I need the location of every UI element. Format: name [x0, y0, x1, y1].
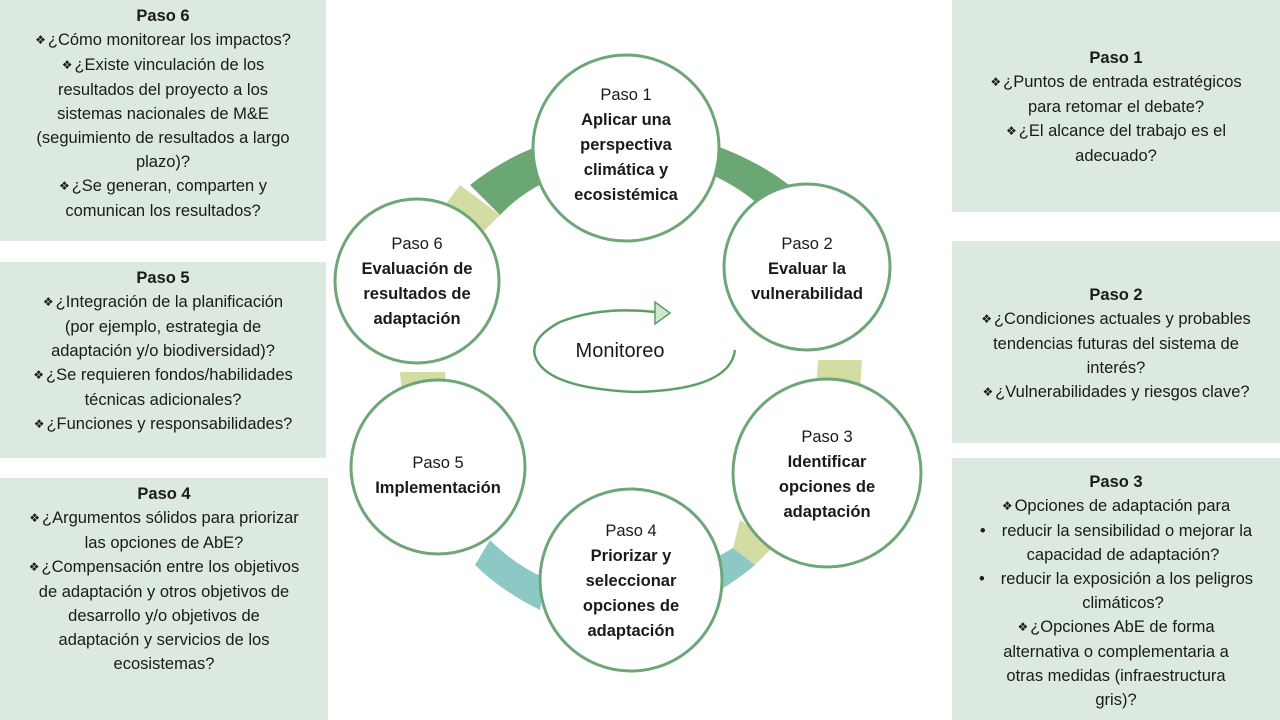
- panel-line: ¿Se generan, comparten y: [8, 174, 318, 199]
- node-circle-6: [333, 197, 501, 365]
- node-name: Evaluar la: [768, 260, 846, 278]
- panel-line: ¿Argumentos sólidos para priorizar: [8, 506, 320, 531]
- panel-title: Paso 1: [1089, 49, 1143, 67]
- panel-paso-6: Paso 6 ¿Cómo monitorear los impactos? ¿E…: [0, 0, 326, 241]
- panel-line: ¿Se requieren fondos/habilidades: [8, 363, 318, 388]
- panel-line: otras medidas (infraestructura: [1006, 667, 1226, 685]
- node-label: Paso 3: [801, 428, 853, 446]
- panel-line: ¿Condiciones actuales y probables: [960, 307, 1272, 332]
- panel-title: Paso 5: [136, 269, 190, 287]
- node-name: seleccionar: [585, 572, 677, 590]
- panel-title: Paso 2: [1089, 286, 1143, 304]
- panel-line: ¿Puntos de entrada estratégicos: [960, 70, 1272, 95]
- panel-title: Paso 6: [136, 7, 190, 25]
- panel-line: gris)?: [1095, 691, 1137, 709]
- panel-line: de adaptación y otros objetivos de: [38, 583, 290, 601]
- ring-segment-light: [733, 520, 775, 565]
- node-label: Paso 6: [391, 235, 443, 253]
- node-circle-4: [538, 487, 724, 673]
- panel-line: capacidad de adaptación?: [1026, 546, 1220, 564]
- panel-line: desarrollo y/o objetivos de: [68, 607, 260, 625]
- node-name: adaptación: [783, 503, 871, 521]
- panel-paso-3: Paso 3 Opciones de adaptación para reduc…: [952, 458, 1280, 720]
- panel-line: (por ejemplo, estrategia de: [64, 318, 262, 336]
- panel-line: ¿Compensación entre los objetivos: [8, 555, 320, 580]
- panel-line: (seguimiento de resultados a largo: [36, 129, 290, 147]
- panel-line: ecosistemas?: [113, 655, 215, 673]
- monitoreo-loop: [533, 300, 737, 394]
- panel-line: sistemas nacionales de M&E: [57, 105, 269, 123]
- node-name: adaptación: [587, 622, 675, 640]
- panel-line: las opciones de AbE?: [84, 534, 244, 552]
- panel-line: plazo)?: [135, 153, 191, 171]
- panel-line: adaptación y servicios de los: [58, 631, 270, 649]
- panel-paso-5: Paso 5 ¿Integración de la planificación …: [0, 262, 326, 458]
- panel-line: para retomar el debate?: [1027, 98, 1205, 116]
- node-label: Paso 4: [605, 522, 657, 540]
- node-paso-1: Paso 1 Aplicar una perspectiva climática…: [546, 83, 706, 208]
- panel-line: ¿Existe vinculación de los: [8, 53, 318, 78]
- panel-paso-4: Paso 4 ¿Argumentos sólidos para prioriza…: [0, 478, 328, 720]
- panel-title: Paso 3: [1089, 473, 1143, 491]
- node-label: Paso 1: [600, 86, 652, 104]
- node-name: Implementación: [375, 479, 501, 497]
- node-name: Priorizar y: [590, 547, 672, 565]
- node-label: Paso 2: [781, 235, 833, 253]
- node-circle-1: [531, 53, 721, 243]
- loop-arrow: [533, 309, 737, 394]
- node-label: Paso 5: [412, 454, 464, 472]
- node-name: perspectiva: [580, 136, 672, 154]
- panel-line: ¿Funciones y responsabilidades?: [8, 412, 318, 437]
- monitoreo-label: Monitoreo: [575, 340, 665, 362]
- node-paso-2: Paso 2 Evaluar la vulnerabilidad: [737, 232, 877, 307]
- node-name: vulnerabilidad: [751, 285, 863, 303]
- ring-segment-light: [445, 185, 500, 235]
- panel-line: ¿Cómo monitorear los impactos?: [8, 28, 318, 53]
- panel-line: resultados del proyecto a los: [57, 81, 269, 99]
- panel-line: comunican los resultados?: [65, 202, 261, 220]
- panel-line: adaptación y/o biodiversidad)?: [51, 342, 275, 360]
- node-paso-3: Paso 3 Identificar opciones de adaptació…: [752, 425, 902, 525]
- panel-line: ¿Opciones AbE de forma: [960, 615, 1272, 640]
- ring-segment-teal: [475, 540, 545, 610]
- panel-line: adecuado?: [1075, 147, 1157, 165]
- panel-line: ¿Integración de la planificación: [8, 290, 318, 315]
- panel-paso-2: Paso 2 ¿Condiciones actuales y probables…: [952, 241, 1280, 443]
- panel-line: Opciones de adaptación para: [960, 494, 1272, 519]
- node-paso-6: Paso 6 Evaluación de resultados de adapt…: [342, 232, 492, 332]
- node-name: Evaluación de: [361, 260, 473, 278]
- panel-line: ¿Vulnerabilidades y riesgos clave?: [960, 380, 1272, 405]
- node-name: Aplicar una: [581, 111, 671, 129]
- arrowhead-icon: [654, 300, 672, 326]
- panel-bullet-line: reducir la sensibilidad o mejorar la: [960, 519, 1272, 543]
- panel-paso-1: Paso 1 ¿Puntos de entrada estratégicos p…: [952, 0, 1280, 212]
- node-name: climática y: [583, 161, 669, 179]
- node-name: opciones de: [582, 597, 680, 615]
- node-name: adaptación: [373, 310, 461, 328]
- panel-line: técnicas adicionales?: [84, 391, 242, 409]
- panel-line: interés?: [1086, 359, 1146, 377]
- panel-title: Paso 4: [137, 485, 191, 503]
- node-name: Identificar: [787, 453, 867, 471]
- node-circle-5: [349, 378, 527, 556]
- panel-bullet-line: reducir la exposición a los peligros: [960, 567, 1272, 591]
- node-name: resultados de: [363, 285, 471, 303]
- node-name: ecosistémica: [574, 186, 678, 204]
- panel-line: tendencias futuras del sistema de: [993, 335, 1239, 353]
- node-circle-2: [722, 182, 892, 352]
- node-name: opciones de: [778, 478, 876, 496]
- panel-line: ¿El alcance del trabajo es el: [960, 119, 1272, 144]
- node-circle-3: [731, 377, 923, 569]
- panel-line: climáticos?: [1082, 594, 1164, 612]
- node-paso-4: Paso 4 Priorizar y seleccionar opciones …: [551, 519, 711, 644]
- panel-line: alternativa o complementaria a: [1003, 643, 1229, 661]
- node-paso-5: Paso 5 Implementación: [363, 451, 513, 501]
